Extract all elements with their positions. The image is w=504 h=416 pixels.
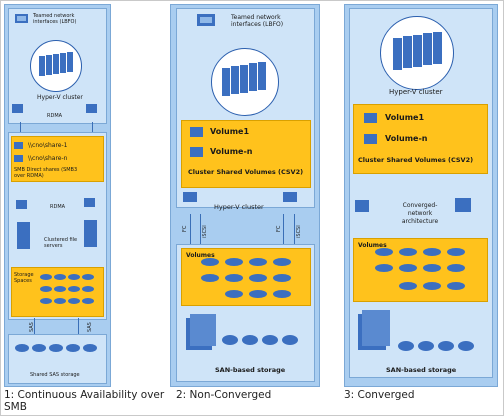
volume-folder-icon bbox=[364, 134, 377, 144]
volume-folder-icon bbox=[190, 147, 203, 157]
volume1-label: Volume1 bbox=[385, 113, 425, 122]
nic-icon-left bbox=[183, 192, 197, 202]
clustered-file-servers-label: Clustered file servers bbox=[44, 237, 78, 249]
nic-icon-right bbox=[283, 192, 297, 202]
volume1-label: Volume1 bbox=[210, 127, 250, 136]
sas-disk-icons bbox=[15, 344, 97, 352]
hyperv-cluster-label-1: Hyper-V cluster bbox=[37, 94, 83, 101]
folder-icon bbox=[14, 155, 23, 162]
server-rack-icon bbox=[393, 32, 442, 70]
rdma-line-left bbox=[20, 122, 21, 132]
rdma-line-right bbox=[92, 122, 93, 132]
teamed-interfaces-label: Teamed network interfaces (LBFO) bbox=[33, 13, 77, 25]
folder-icon bbox=[14, 142, 23, 149]
hyperv-cluster-label-3: Hyper-V cluster bbox=[389, 88, 443, 96]
file-server-icon-left bbox=[17, 222, 30, 249]
nic-icon-right bbox=[86, 104, 97, 113]
nic-icon-left bbox=[355, 200, 369, 212]
volume-n-label: Volume-n bbox=[210, 147, 253, 156]
volumes-box-3 bbox=[353, 238, 488, 302]
fc-label-right: FC bbox=[276, 225, 282, 232]
iscsi-line-right bbox=[294, 214, 295, 244]
share-n-label: \\cno\share-n bbox=[28, 155, 68, 162]
server-rack-icon bbox=[39, 52, 73, 76]
san-disk-icons bbox=[398, 341, 474, 351]
rdma-label-mid: RDMA bbox=[50, 204, 66, 210]
file-server-icon-right bbox=[84, 220, 97, 247]
volume-n-label: Volume-n bbox=[385, 134, 428, 143]
sas-label-left: SAS bbox=[29, 322, 35, 332]
iscsi-line-left bbox=[200, 214, 201, 244]
caption-2: 2: Non-Converged bbox=[176, 389, 272, 401]
iscsi-label-left: iSCSI bbox=[202, 225, 208, 238]
disk-icons-1 bbox=[40, 274, 94, 304]
volume-disk-icons bbox=[201, 258, 291, 298]
san-label-3: SAN-based storage bbox=[386, 366, 457, 374]
sas-label-right: SAS bbox=[87, 322, 93, 332]
smb-direct-label: SMB Direct shares (SMB3 over RDMA) bbox=[14, 167, 78, 179]
csv-label: Cluster Shared Volumes (CSV2) bbox=[358, 156, 474, 164]
sas-line-right bbox=[78, 318, 79, 334]
csv-label: Cluster Shared Volumes (CSV2) bbox=[188, 168, 304, 176]
storage-spaces-label: Storage Spaces bbox=[14, 272, 34, 284]
nic-icon-right bbox=[455, 198, 471, 212]
san-label-2: SAN-based storage bbox=[215, 366, 286, 374]
network-interface-icon bbox=[15, 14, 28, 23]
san-disk-icons bbox=[222, 335, 298, 345]
nic-icon-left bbox=[12, 104, 23, 113]
nic-icon bbox=[16, 200, 27, 209]
caption-1: 1: Continuous Availability over SMB bbox=[4, 389, 165, 413]
caption-3: 3: Converged bbox=[344, 389, 415, 401]
volume-folder-icon bbox=[190, 127, 203, 137]
nic-icon bbox=[84, 198, 95, 207]
network-interface-icon bbox=[197, 14, 215, 26]
volume-disk-icons bbox=[375, 248, 465, 290]
fc-label-left: FC bbox=[182, 225, 188, 232]
hyperv-cluster-label-2: Hyper-V cluster bbox=[214, 203, 264, 211]
teamed-interfaces-label: Teamed network interfaces (LBFO) bbox=[231, 14, 284, 28]
storage-array-icon bbox=[358, 310, 390, 350]
volumes-label-2: Volumes bbox=[186, 252, 215, 259]
converged-network-label: Converged-network architecture bbox=[401, 202, 439, 225]
sas-line-left bbox=[34, 318, 35, 334]
share-1-label: \\cno\share-1 bbox=[28, 142, 68, 149]
rdma-label-top: RDMA bbox=[47, 113, 63, 119]
storage-array-icon bbox=[186, 314, 216, 350]
fc-line-right bbox=[283, 214, 284, 244]
shared-sas-label: Shared SAS storage bbox=[30, 372, 80, 378]
shared-sas-box bbox=[8, 334, 107, 384]
fc-line-left bbox=[190, 214, 191, 244]
volume-folder-icon bbox=[364, 113, 377, 123]
smb-shares-box bbox=[11, 136, 104, 182]
server-rack-icon bbox=[222, 62, 266, 96]
iscsi-label-right: iSCSI bbox=[296, 225, 302, 238]
volumes-label-3: Volumes bbox=[358, 242, 387, 249]
